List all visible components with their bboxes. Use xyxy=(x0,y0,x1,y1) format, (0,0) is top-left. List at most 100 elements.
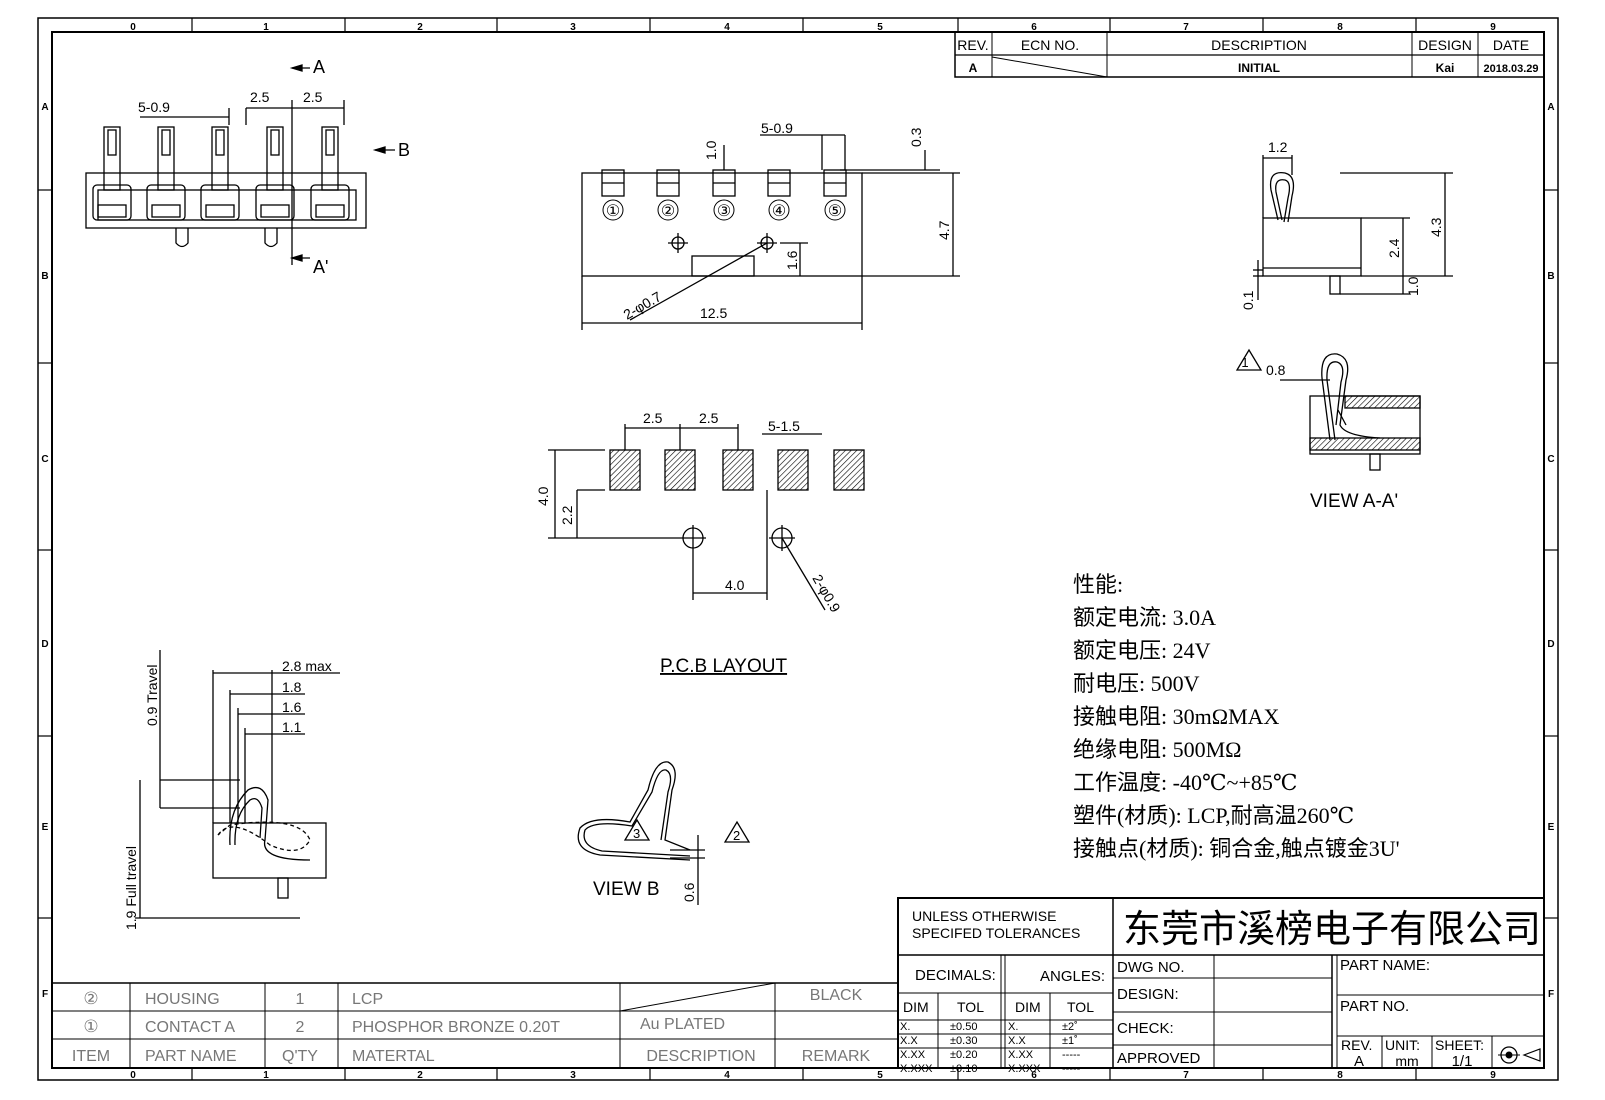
zone-row-right: E xyxy=(1548,822,1555,833)
top-pin-base xyxy=(260,204,290,218)
pcb-dim-pitch2: 2.5 xyxy=(699,410,719,426)
sheet-value: 1/1 xyxy=(1452,1053,1473,1070)
zone-col-bottom: 3 xyxy=(570,1070,576,1081)
description-value: INITIAL xyxy=(1238,61,1280,75)
travel-view xyxy=(135,650,340,919)
view-label-b: B xyxy=(398,140,410,160)
side-dim-1-0: 1.0 xyxy=(1405,276,1421,296)
unit-label: UNIT: xyxy=(1385,1037,1420,1053)
zone-col-bottom: 0 xyxy=(130,1070,136,1081)
bom-name: HOUSING xyxy=(145,991,220,1008)
top-pin-base xyxy=(151,204,181,218)
front-pin-number: ⑤ xyxy=(828,203,842,220)
zone-row-right: C xyxy=(1547,454,1554,465)
zone-col-top: 6 xyxy=(1031,22,1037,33)
angles-label: ANGLES: xyxy=(1040,968,1105,985)
bom-header-qty: Q'TY xyxy=(282,1048,318,1065)
tolerance-note-1: UNLESS OTHERWISE xyxy=(912,908,1056,924)
side-dim-0-1: 0.1 xyxy=(1240,290,1256,310)
description-header: DESCRIPTION xyxy=(1211,37,1307,53)
pcb-pad xyxy=(664,449,696,491)
decimal-dim: X.XXX xyxy=(900,1063,933,1075)
travel-dim-1-1: 1.1 xyxy=(282,719,302,735)
ecn-header: ECN NO. xyxy=(1021,37,1079,53)
front-pin-number-ring xyxy=(657,199,679,221)
part-no-label: PART NO. xyxy=(1340,998,1409,1015)
front-pin-number: ② xyxy=(661,203,675,220)
front-dim-holes: 2-φ0.7 xyxy=(621,288,665,322)
view-b-title: VIEW B xyxy=(593,879,660,900)
top-pin xyxy=(103,126,121,191)
decimal-tol: ±0.30 xyxy=(950,1035,977,1047)
travel-dim-1-6: 1.6 xyxy=(282,699,302,715)
side-dim-2-4: 2.4 xyxy=(1386,238,1402,258)
view-b-rev-mark-2: 2 xyxy=(733,828,740,843)
zone-row-right: A xyxy=(1547,102,1554,113)
pcb-dim-pads: 5-1.5 xyxy=(768,418,800,434)
zone-row-left: C xyxy=(41,454,48,465)
front-dim-1-0: 1.0 xyxy=(703,140,719,160)
section-view-title: VIEW A-A' xyxy=(1310,491,1398,512)
front-dim-4-7: 4.7 xyxy=(936,220,952,240)
front-pin-number: ③ xyxy=(717,203,731,220)
spec-line: 接触电阻: 30mΩMAX xyxy=(1073,704,1280,729)
spec-line: 性能: xyxy=(1073,572,1123,597)
zone-row-left: E xyxy=(42,822,49,833)
travel-dim-2-8: 2.8 max xyxy=(282,658,332,674)
zone-row-left: F xyxy=(42,989,48,1000)
design-value: Kai xyxy=(1436,61,1455,75)
rev-value-title: A xyxy=(1354,1053,1364,1070)
zone-col-top: 8 xyxy=(1337,22,1343,33)
side-dim-4-3: 4.3 xyxy=(1428,217,1444,237)
view-b-rev-mark: 3 xyxy=(633,826,640,841)
spec-line: 额定电压: 24V xyxy=(1073,638,1211,663)
top-pin xyxy=(157,126,175,191)
bom-item: ② xyxy=(83,989,98,1008)
angles-dim-header: DIM xyxy=(1015,999,1041,1015)
angle-tol: ±1˚ xyxy=(1062,1035,1078,1047)
section-view xyxy=(1235,348,1421,471)
bom-name: CONTACT A xyxy=(145,1019,235,1036)
decimals-dim-header: DIM xyxy=(903,999,929,1015)
front-pin-number-ring xyxy=(602,199,624,221)
side-dim-1-2: 1.2 xyxy=(1268,139,1288,155)
top-pin-housing xyxy=(310,184,350,221)
spec-line: 接触点(材质): 铜合金,触点镀金3U' xyxy=(1073,836,1400,861)
section-dim-0-8: 0.8 xyxy=(1266,362,1286,378)
zone-col-top: 0 xyxy=(130,22,136,33)
pcb-dim-pitch1: 2.5 xyxy=(643,410,663,426)
title-block xyxy=(897,897,1545,1069)
top-dim-pins: 5-0.9 xyxy=(138,99,170,115)
pcb-pad xyxy=(833,449,865,491)
spec-line: 额定电流: 3.0A xyxy=(1073,605,1216,630)
angle-tol: ±2˚ xyxy=(1062,1021,1078,1033)
front-dim-1-6: 1.6 xyxy=(784,250,800,270)
front-dim-12-5: 12.5 xyxy=(700,305,727,321)
decimals-label: DECIMALS: xyxy=(915,967,996,984)
bom-header-name: PART NAME xyxy=(145,1048,237,1065)
view-b xyxy=(577,761,751,905)
top-pin-base xyxy=(205,204,235,218)
bom-header-item: ITEM xyxy=(72,1048,110,1065)
company-name: 东莞市溪榜电子有限公司 xyxy=(1123,907,1541,951)
zone-col-top: 2 xyxy=(417,22,423,33)
zone-col-bottom: 6 xyxy=(1031,1070,1037,1081)
front-pin-number: ④ xyxy=(772,203,786,220)
section-rev-mark: 1 xyxy=(1241,355,1248,370)
spec-line: 塑件(材质): LCP,耐高温260℃ xyxy=(1073,803,1354,828)
zone-col-bottom: 4 xyxy=(724,1070,730,1081)
bom-header-remark: REMARK xyxy=(802,1048,871,1065)
front-dim-pins: 5-0.9 xyxy=(761,120,793,136)
zone-row-left: D xyxy=(41,639,48,650)
top-pin-housing xyxy=(200,184,240,221)
decimal-tol: ±0.10 xyxy=(950,1063,977,1075)
front-pin-number-ring xyxy=(824,199,846,221)
revision-table: REV. ECN NO. DESCRIPTION DESIGN DATE A I… xyxy=(954,31,1545,78)
bom-qty: 2 xyxy=(296,1019,305,1036)
pcb-dim-4-0-horizontal: 4.0 xyxy=(725,577,745,593)
zone-col-top: 4 xyxy=(724,22,730,33)
bill-of-materials xyxy=(52,982,898,1068)
zone-row-right: F xyxy=(1548,989,1554,1000)
bom-item: ① xyxy=(83,1017,98,1036)
